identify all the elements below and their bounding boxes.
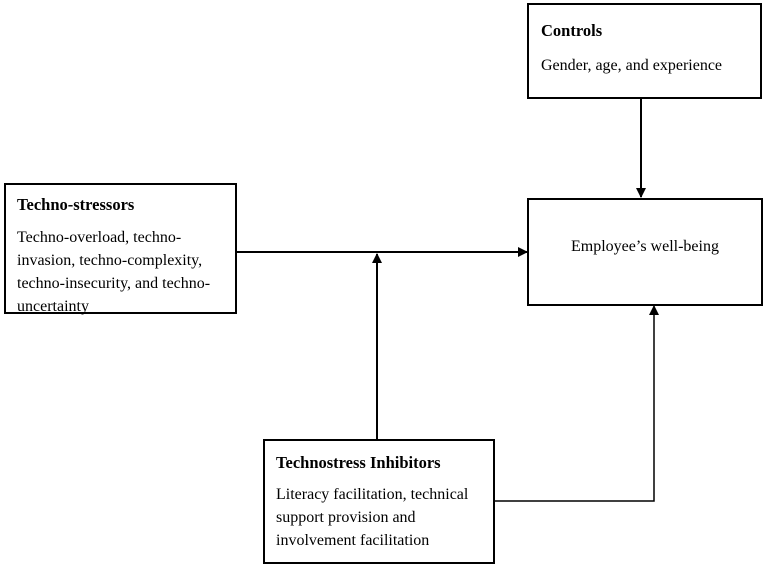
techno-stressors-box: Techno-stressors Techno-overload, techno…	[4, 183, 237, 315]
inhibitors-line: Literacy facilitation, technical	[276, 486, 469, 503]
inhibitors-line: involvement facilitation	[276, 532, 430, 549]
technostress-inhibitors-title: Technostress Inhibitors	[276, 453, 441, 472]
technostress-inhibitors-text: Literacy facilitation, technical support…	[276, 483, 468, 552]
techno-stressors-title: Techno-stressors	[17, 195, 135, 214]
technostress-inhibitors-box: Technostress Inhibitors Literacy facilit…	[263, 439, 495, 564]
stressors-line: Techno-overload, techno-	[17, 229, 182, 246]
techno-stressors-text: Techno-overload, techno- invasion, techn…	[17, 226, 210, 318]
employee-wellbeing-box: Employee’s well-being	[527, 198, 763, 306]
controls-text: Gender, age, and experience	[541, 57, 723, 74]
controls-title: Controls	[541, 21, 603, 40]
stressors-line: techno-insecurity, and techno-	[17, 275, 211, 292]
employee-wellbeing-label: Employee’s well-being	[571, 238, 719, 255]
arrow-inhibitors-to-wellbeing	[495, 305, 659, 502]
stressors-line: uncertainty	[17, 298, 89, 315]
stressors-line: invasion, techno-complexity,	[17, 252, 203, 269]
controls-box: Controls Gender, age, and experience	[527, 3, 762, 99]
inhibitors-line: support provision and	[276, 509, 416, 526]
